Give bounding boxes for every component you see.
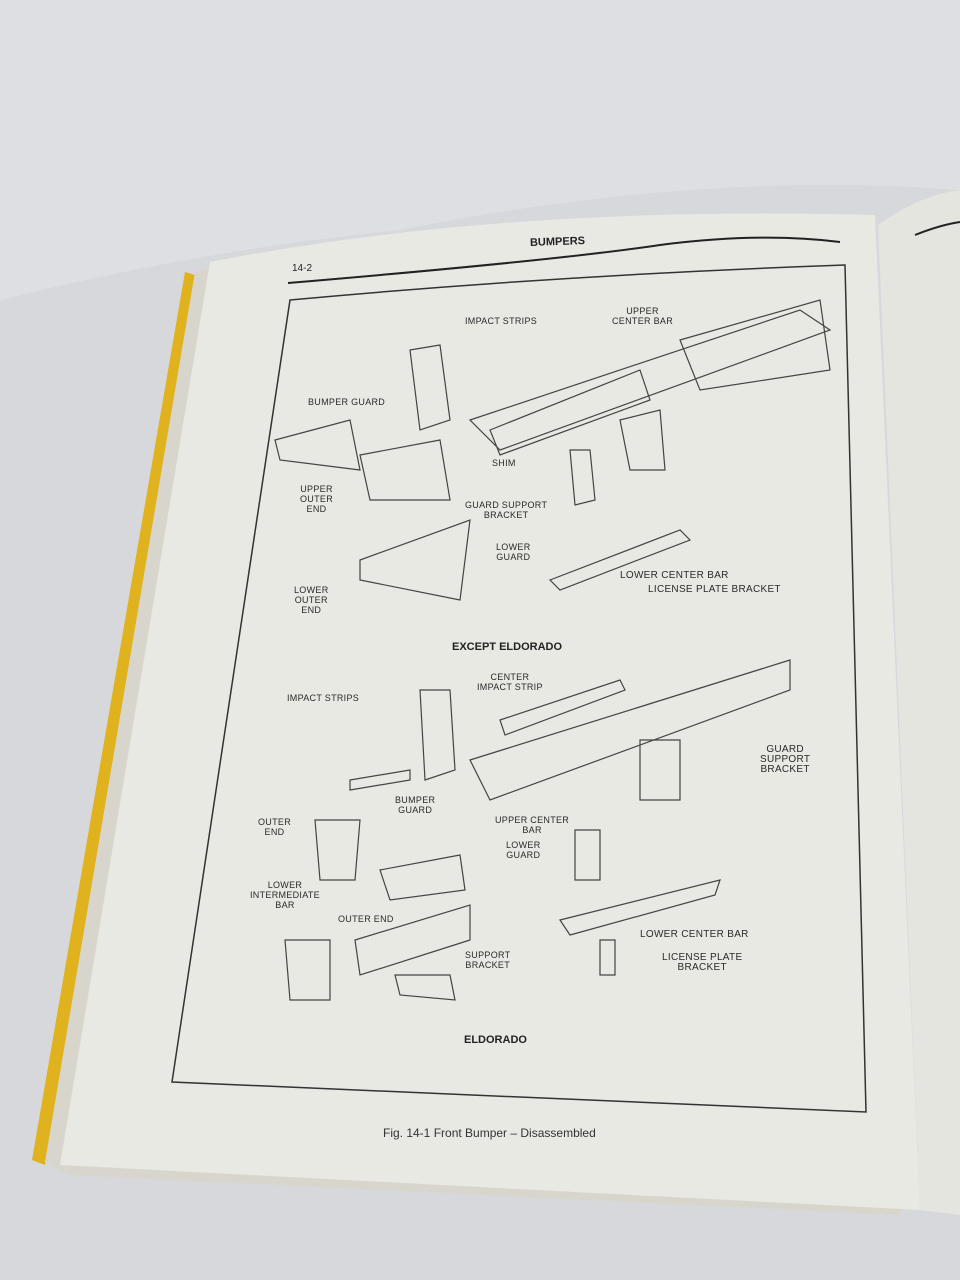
label-lower-center-bar-bottom: LOWER CENTER BAR — [640, 929, 749, 940]
label-upper-outer-end: UPPER OUTER END — [300, 484, 333, 514]
page-number: 14-2 — [292, 263, 313, 274]
label-bumper-guard-bottom: BUMPER GUARD — [395, 795, 436, 815]
left-page — [60, 213, 920, 1211]
diagram-top-sketch — [274, 299, 832, 601]
diagram-title-eldorado: ELDORADO — [464, 1034, 527, 1046]
label-lower-guard-bottom: LOWER GUARD — [506, 840, 541, 860]
figure-caption: Fig. 14-1 Front Bumper – Disassembled — [383, 1126, 596, 1140]
label-impact-strips-top: IMPACT STRIPS — [465, 316, 538, 326]
label-center-impact-strip: CENTER IMPACT STRIP — [477, 672, 543, 692]
header-rule — [287, 236, 841, 284]
label-lower-center-bar-top: LOWER CENTER BAR — [620, 570, 729, 581]
label-guard-support-bracket-bottom: GUARD SUPPORT BRACKET — [760, 744, 811, 775]
label-upper-center-bar-top: UPPER CENTER BAR — [612, 306, 674, 326]
label-impact-strips-bottom: IMPACT STRIPS — [287, 693, 360, 703]
label-guard-support-bracket-top: GUARD SUPPORT BRACKET — [465, 500, 548, 520]
label-license-plate-bracket-bottom: LICENSE PLATE BRACKET — [662, 952, 743, 973]
label-shim: SHIM — [492, 458, 516, 468]
label-bumper-guard-top: BUMPER GUARD — [308, 397, 386, 407]
label-lower-guard-top: LOWER GUARD — [496, 542, 531, 562]
diagram-title-except-eldorado: EXCEPT ELDORADO — [452, 641, 563, 653]
label-support-bracket: SUPPORT BRACKET — [465, 950, 511, 970]
book-cover-edge — [32, 272, 195, 1165]
right-page — [878, 190, 960, 1215]
label-license-plate-bracket-top: LICENSE PLATE BRACKET — [648, 584, 781, 595]
label-lower-intermediate-bar: LOWER INTERMEDIATE BAR — [250, 880, 320, 910]
label-lower-outer-end: LOWER OUTER END — [294, 585, 329, 615]
label-upper-center-bar-bottom: UPPER CENTER BAR — [495, 815, 570, 835]
label-outer-end-bottom: OUTER END — [258, 817, 291, 837]
diagram-bottom-sketch — [284, 659, 791, 1001]
figure-frame — [171, 264, 867, 1113]
section-title: BUMPERS — [529, 235, 586, 249]
label-outer-end-2: OUTER END — [338, 914, 394, 924]
